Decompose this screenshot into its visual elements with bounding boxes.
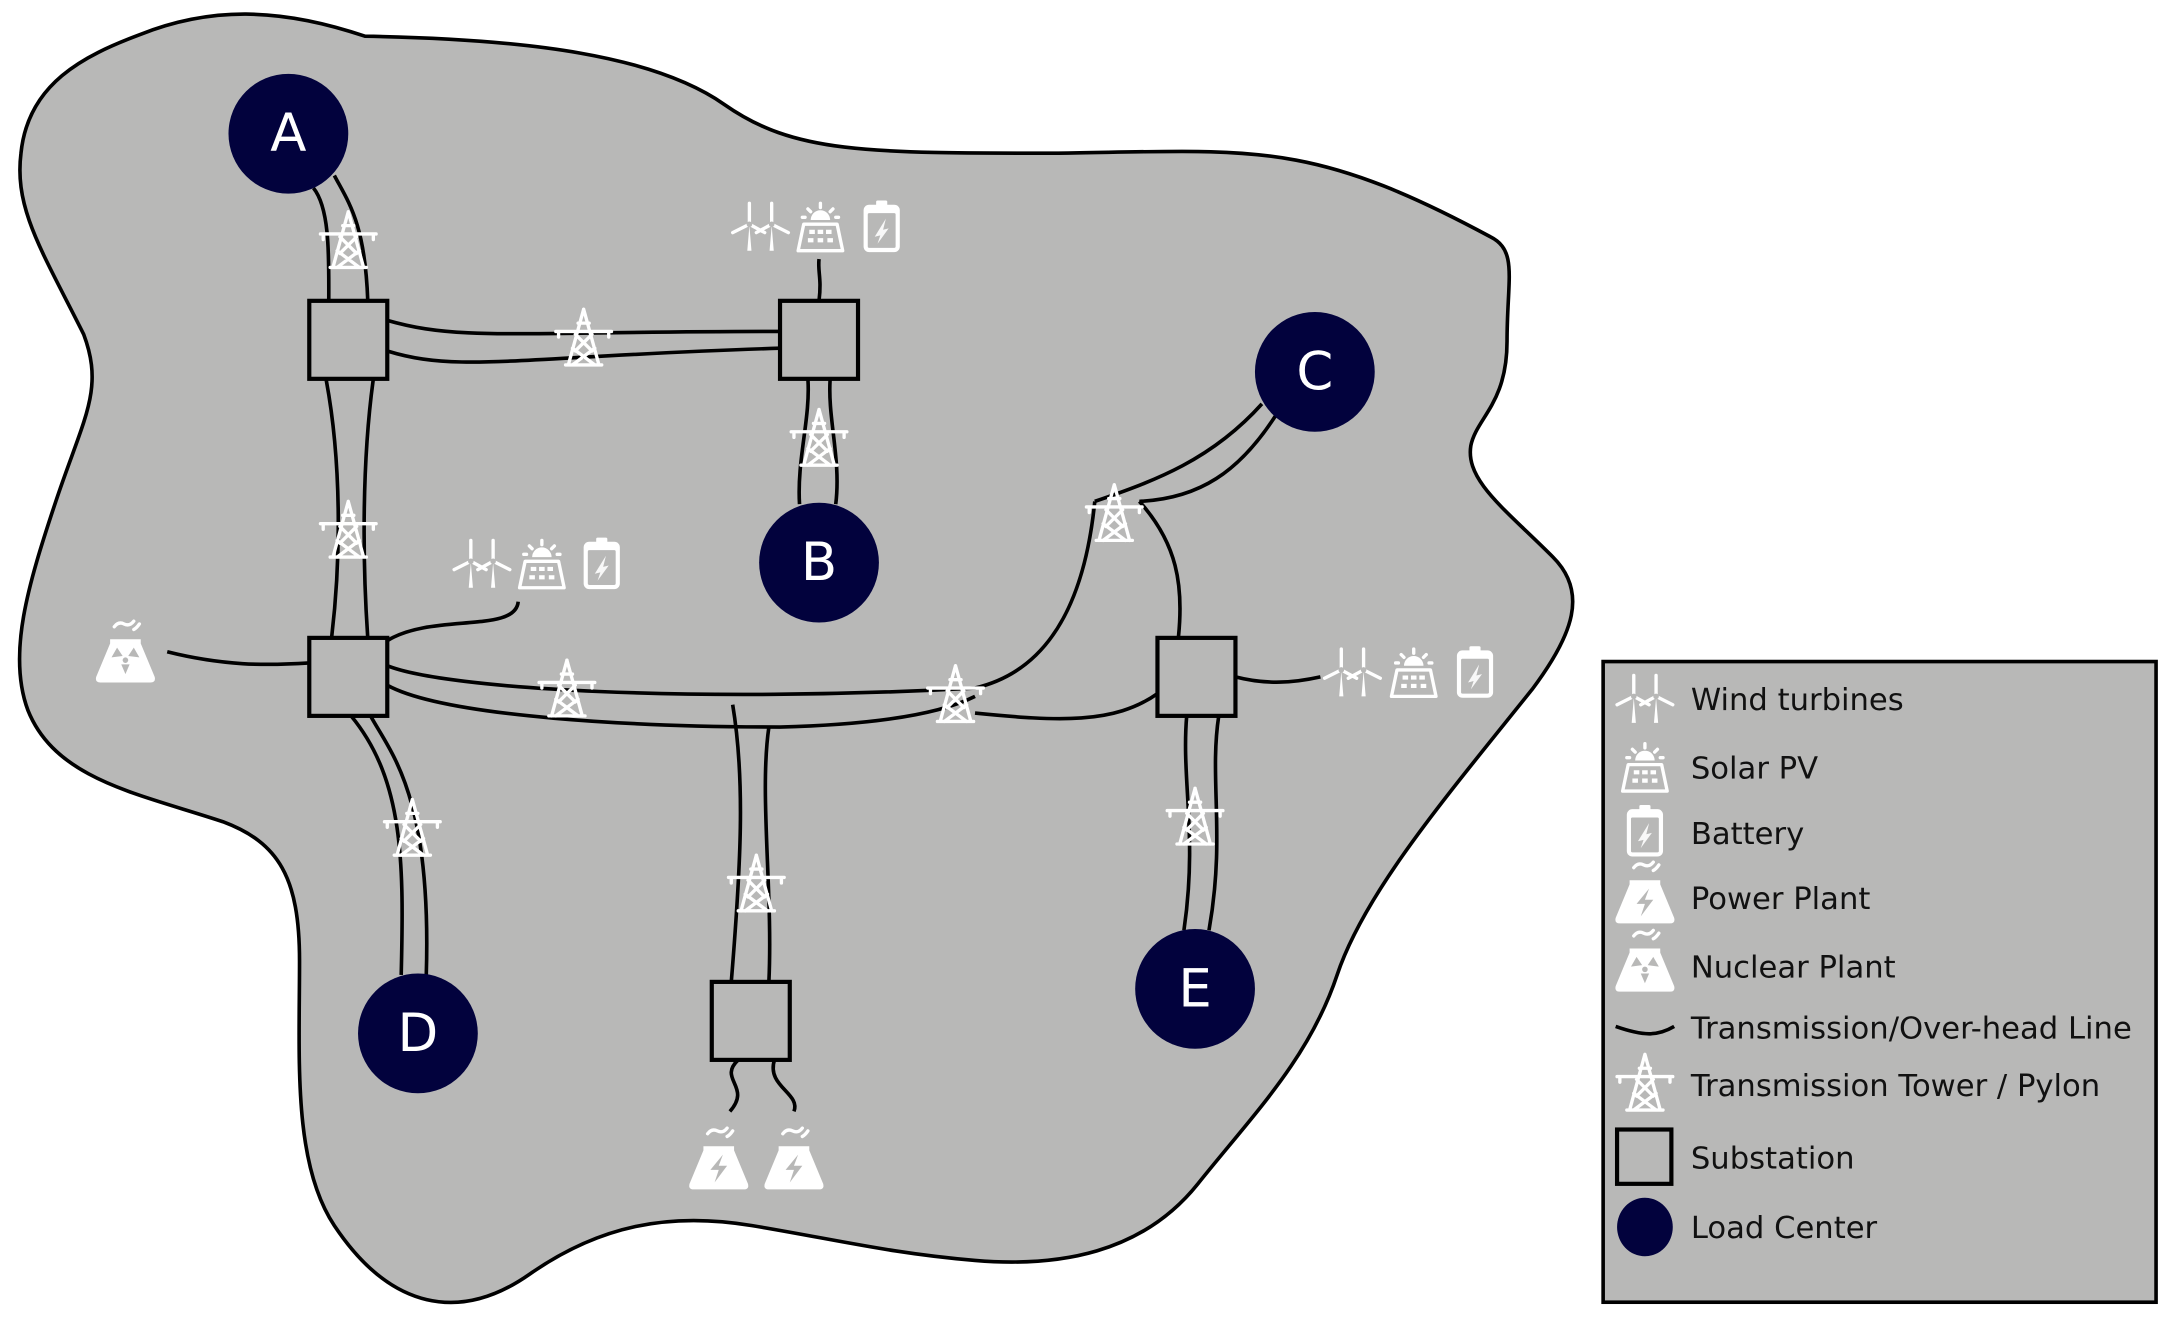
legend-item-solar: Solar PV	[1620, 742, 1818, 793]
load-center-label: D	[398, 1003, 439, 1064]
legend-label: Nuclear Plant	[1691, 950, 1896, 985]
legend-item-nuclear: Nuclear Plant	[1613, 928, 1896, 994]
substation-2[interactable]	[777, 298, 861, 381]
legend-label: Power Plant	[1691, 882, 1871, 917]
legend-item-wind: Wind turbines	[1615, 673, 1904, 725]
legend-label: Substation	[1691, 1141, 1855, 1176]
battery-icon	[583, 537, 620, 590]
legend-item-battery: Battery	[1626, 805, 1804, 857]
load-center-label: C	[1296, 341, 1333, 402]
legend: Wind turbines Solar PV Battery Power Pla…	[1601, 659, 2158, 1305]
substation-icon	[1614, 1127, 1674, 1186]
substation-5[interactable]	[709, 979, 792, 1062]
load-center-a[interactable]: A	[228, 73, 349, 194]
legend-label: Wind turbines	[1691, 683, 1904, 718]
legend-item-pylon: Transmission Tower / Pylon	[1615, 1052, 2100, 1112]
load-center-icon	[1617, 1197, 1673, 1257]
legend-item-load-center: Load Center	[1617, 1197, 1878, 1257]
load-center-d[interactable]: D	[358, 973, 478, 1094]
legend-label: Solar PV	[1691, 751, 1818, 786]
substation-1[interactable]	[307, 298, 390, 381]
substation-4[interactable]	[1155, 635, 1238, 718]
legend-item-line: Transmission/Over-head Line	[1615, 1012, 2132, 1047]
transmission-line-icon	[1615, 1024, 1676, 1036]
legend-label: Load Center	[1691, 1211, 1878, 1246]
battery-icon	[863, 200, 900, 253]
load-center-e[interactable]: E	[1135, 928, 1255, 1049]
load-center-label: B	[801, 532, 837, 593]
load-center-label: E	[1178, 958, 1211, 1019]
substations	[307, 298, 1238, 1062]
legend-label: Battery	[1691, 817, 1804, 852]
legend-item-substation: Substation	[1614, 1127, 1855, 1186]
legend-label: Transmission Tower / Pylon	[1690, 1069, 2100, 1104]
substation-3[interactable]	[307, 635, 390, 718]
legend-label: Transmission/Over-head Line	[1690, 1012, 2132, 1047]
load-centers: A B C D E	[228, 73, 1375, 1094]
battery-icon	[1626, 805, 1664, 857]
battery-icon	[1456, 646, 1494, 698]
load-center-c[interactable]: C	[1254, 311, 1375, 432]
load-center-label: A	[270, 103, 306, 164]
load-center-b[interactable]: B	[759, 502, 879, 623]
legend-item-power-plant: Power Plant	[1613, 860, 1871, 926]
